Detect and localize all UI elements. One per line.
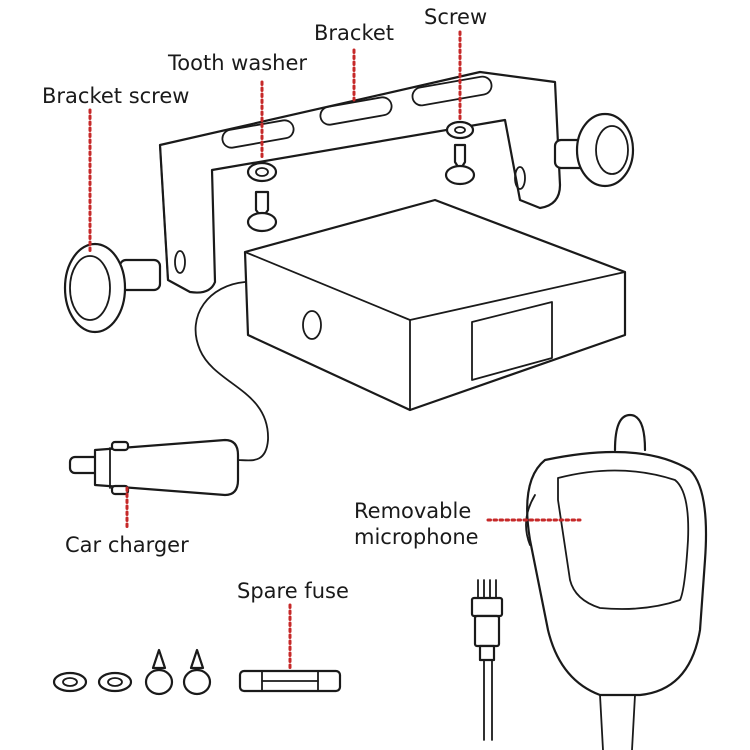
bracket-screw-knob-left [63, 242, 162, 334]
car-charger-plug [68, 438, 240, 497]
label-removable-microphone-line1: Removable [354, 499, 471, 523]
spare-washer-2 [97, 671, 133, 693]
label-screw: Screw [424, 5, 487, 29]
spare-fuse [238, 669, 342, 693]
spare-screw-2 [182, 648, 212, 696]
leader-lines [88, 30, 582, 672]
radio-unit [243, 198, 627, 412]
power-cable [194, 281, 269, 462]
screw-left [246, 190, 278, 233]
screw-right [444, 143, 476, 186]
label-bracket: Bracket [314, 21, 394, 45]
label-car-charger: Car charger [65, 533, 189, 557]
microphone-cable-connector [470, 579, 504, 741]
spare-screw-1 [144, 648, 174, 696]
washer-right [445, 120, 475, 140]
label-bracket-screw: Bracket screw [42, 84, 189, 108]
label-tooth-washer: Tooth washer [167, 51, 307, 75]
tooth-washer [246, 161, 278, 183]
label-removable-microphone-line2: microphone [354, 525, 479, 549]
label-spare-fuse: Spare fuse [237, 579, 349, 603]
bracket-screw-knob-right [553, 112, 635, 188]
removable-microphone [525, 413, 708, 750]
spare-washer-1 [52, 671, 88, 693]
